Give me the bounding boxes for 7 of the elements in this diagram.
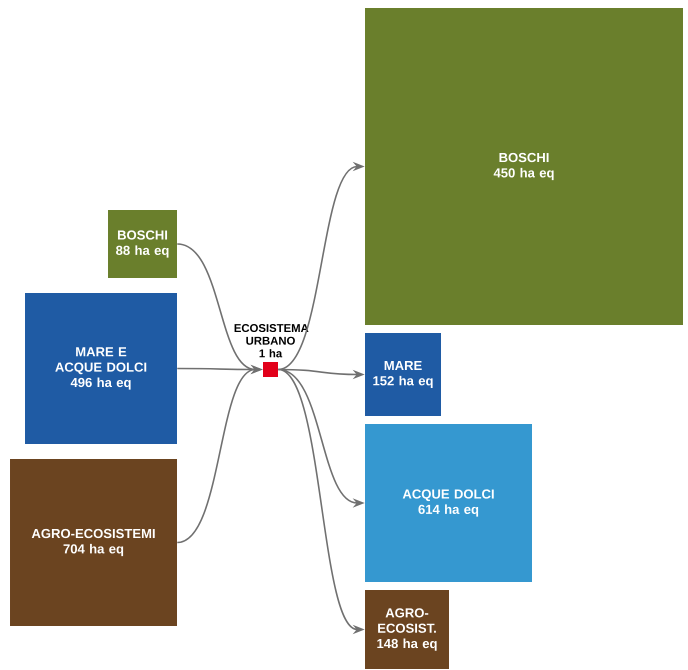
area-box: AGRO-ECOSIST. 148 ha eq	[365, 590, 449, 669]
area-box: ACQUE DOLCI 614 ha eq	[365, 424, 532, 582]
area-box: MARE E ACQUE DOLCI 496 ha eq	[25, 293, 177, 444]
area-box: AGRO-ECOSISTEMI 704 ha eq	[10, 459, 177, 626]
area-box: BOSCHI 88 ha eq	[108, 210, 177, 278]
area-box: BOSCHI 450 ha eq	[365, 8, 683, 325]
area-box: MARE 152 ha eq	[365, 333, 441, 416]
